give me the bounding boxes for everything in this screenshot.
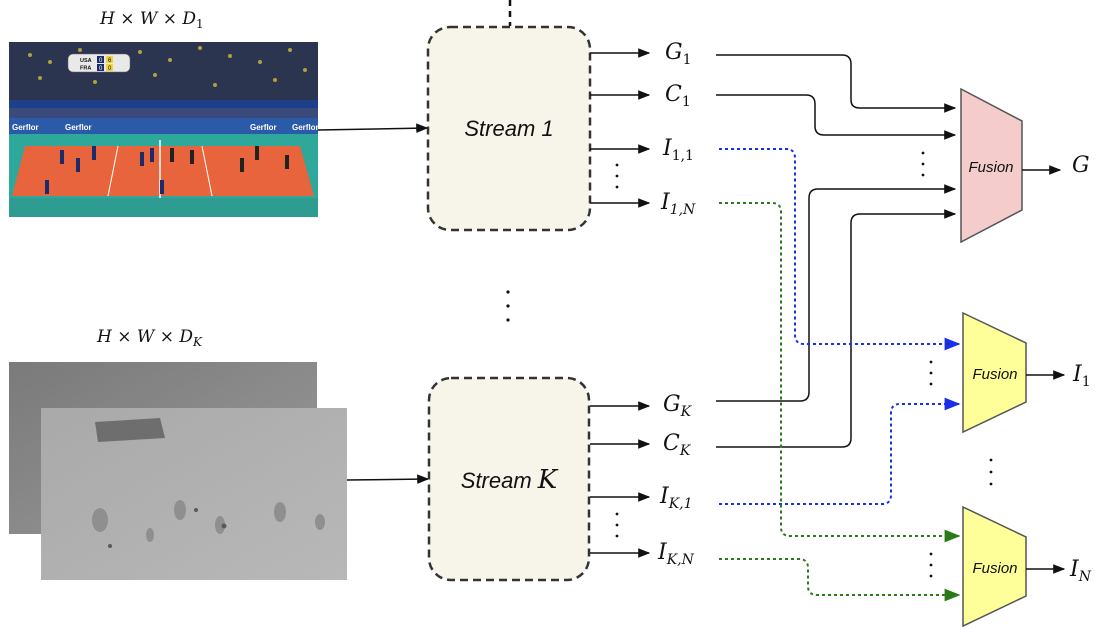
- stream-K-box: Stream K: [427, 376, 591, 582]
- input1-dim-sub: 1: [196, 17, 204, 31]
- svg-text:Gerflor: Gerflor: [12, 123, 39, 132]
- label-G1: G1: [665, 40, 692, 68]
- fusion-IN-label: Fusion: [972, 560, 1017, 577]
- stream1-outputs-ellipsis: [615, 163, 619, 189]
- label-I11: I1,1: [662, 136, 694, 164]
- scoreboard-set1: 6: [108, 58, 112, 64]
- fusion-IN-block: Fusion: [962, 505, 1027, 628]
- scoreboard-score1: 0: [99, 58, 103, 64]
- fusion-I1-block: Fusion: [962, 311, 1027, 434]
- input1-dim-main: H × W × D: [99, 9, 196, 29]
- fusion-global-block: Fusion: [960, 87, 1023, 244]
- connector-I11-to-fusion-I1: [719, 148, 961, 351]
- label-IK1: IK,1: [659, 484, 693, 512]
- arrow-input1-to-stream1: [317, 123, 429, 133]
- fusion-I1-inputs-ellipsis: [929, 360, 933, 386]
- connector-IK1-to-fusion-I1: [719, 397, 961, 505]
- svg-text:Gerflor: Gerflor: [65, 123, 92, 132]
- inputK-dim-sub: K: [192, 335, 203, 349]
- label-CK: CK: [663, 431, 692, 459]
- scoreboard-score2: 0: [99, 66, 103, 72]
- inputK-dim-main: H × W × D: [96, 327, 193, 347]
- label-I1N: I1,N: [660, 190, 696, 218]
- rgb-input-image: Gerflor Gerflor Gerflor Gerflor USA FRA 0: [9, 42, 319, 217]
- inputK-dim-label: H × W × DK: [96, 327, 203, 349]
- streamK-outputs-ellipsis: [615, 512, 619, 538]
- scoreboard-team2: FRA: [80, 66, 91, 72]
- streams-ellipsis: [506, 290, 510, 322]
- fusion-IN-inputs-ellipsis: [929, 552, 933, 578]
- connector-IKN-to-fusion-IN: [719, 558, 961, 602]
- scoreboard: USA FRA 0 0 6 0: [67, 53, 131, 73]
- label-C1: C1: [665, 82, 691, 110]
- scoreboard-team1: USA: [80, 58, 92, 64]
- connector-CK-to-fusion-global: [716, 209, 957, 448]
- connector-G1-to-fusion-global: [716, 54, 957, 113]
- svg-text:Gerflor: Gerflor: [292, 123, 319, 132]
- label-IN-output: IN: [1069, 557, 1092, 585]
- fusion-global-label: Fusion: [968, 159, 1013, 176]
- stream-1-label: Stream 1: [464, 116, 553, 141]
- arrow-inputK-to-streamK: [346, 474, 430, 484]
- fusion-blocks-ellipsis: [989, 458, 993, 486]
- input1-dim-label: H × W × D1: [99, 9, 204, 31]
- depth-input-image-front: [41, 408, 347, 580]
- label-IKN: IK,N: [657, 540, 695, 568]
- scoreboard-set2: 0: [108, 66, 112, 72]
- connector-GK-to-fusion-global: [716, 184, 957, 402]
- fusion-I1-label: Fusion: [972, 366, 1017, 383]
- connector-I1N-to-fusion-IN: [719, 202, 961, 543]
- label-I1-output: I1: [1072, 362, 1091, 390]
- svg-text:Gerflor: Gerflor: [250, 123, 277, 132]
- label-G-output: G: [1072, 153, 1090, 178]
- connector-C1-to-fusion-global: [716, 94, 957, 140]
- stream-K-label: Stream K: [461, 465, 559, 495]
- label-GK: GK: [663, 392, 693, 420]
- fusion-global-inputs-ellipsis: [921, 151, 925, 177]
- stream-1-box: Stream 1: [426, 25, 592, 232]
